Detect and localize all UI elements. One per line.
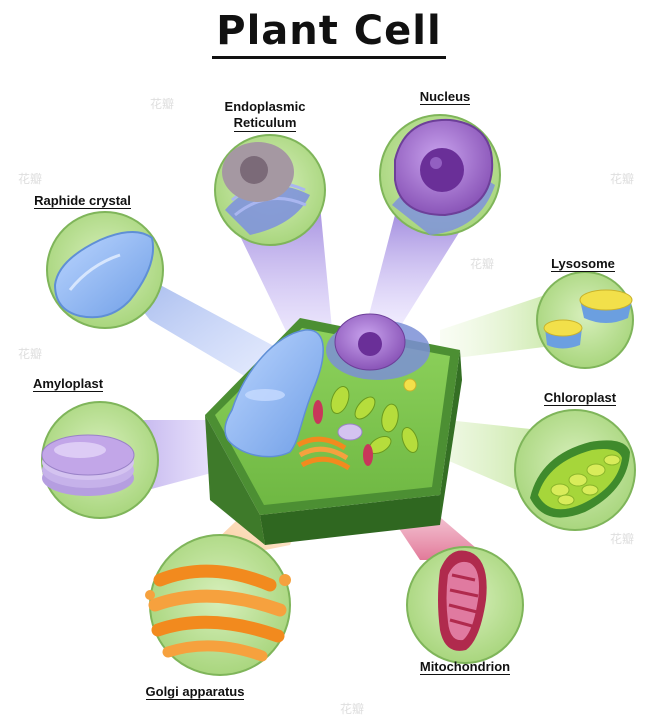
label-golgi-apparatus-text: Golgi apparatus — [145, 684, 245, 700]
label-lysosome: Lysosome — [535, 256, 631, 272]
cell-wall-right — [440, 350, 462, 525]
label-endoplasmic-reticulum: Endoplasmic Reticulum — [203, 99, 327, 132]
cell-nucleolus — [358, 332, 382, 356]
chloroplast-inset — [514, 409, 636, 531]
cell-mitochondrion — [313, 400, 323, 424]
label-er-line2: Reticulum — [233, 115, 297, 132]
label-amyloplast: Amyloplast — [18, 376, 118, 392]
cell-chloroplast — [381, 403, 399, 433]
label-golgi-apparatus: Golgi apparatus — [125, 684, 265, 700]
cell-lysosome — [403, 378, 417, 392]
cell-chloroplast — [401, 427, 419, 453]
plant-cell — [205, 313, 462, 545]
label-raphide-crystal: Raphide crystal — [15, 193, 150, 209]
label-nucleus-text: Nucleus — [419, 89, 471, 105]
diagram-title: Plant Cell — [0, 8, 658, 59]
amyloplast-inset — [41, 401, 159, 519]
label-raphide-crystal-text: Raphide crystal — [34, 193, 131, 209]
label-er-line1: Endoplasmic — [224, 99, 306, 114]
endoplasmic-reticulum-inset — [214, 134, 326, 246]
beam-nucleus — [365, 215, 470, 335]
label-amyloplast-text: Amyloplast — [32, 376, 104, 392]
cell-mitochondrion — [363, 444, 373, 466]
nucleus-inset — [379, 114, 501, 236]
lysosome-inset — [536, 271, 634, 369]
label-nucleus: Nucleus — [400, 89, 490, 105]
cell-golgi — [296, 436, 351, 471]
mitochondrion-inset — [406, 546, 524, 664]
cell-wall-front — [205, 415, 265, 545]
cell-wall-bottom — [260, 495, 440, 545]
label-mitochondrion: Mitochondrion — [400, 659, 530, 675]
golgi-apparatus-inset — [145, 534, 291, 676]
cell-chloroplast — [330, 386, 350, 414]
cell-amyloplast — [337, 423, 363, 441]
cell-chloroplast — [354, 396, 376, 420]
label-chloroplast-text: Chloroplast — [543, 390, 617, 406]
label-mitochondrion-text: Mitochondrion — [419, 659, 511, 675]
label-chloroplast: Chloroplast — [525, 390, 635, 406]
cell-raphide — [245, 389, 285, 401]
beam-lysosome — [440, 290, 560, 360]
raphide-crystal-inset — [46, 211, 164, 329]
title-text: Plant Cell — [212, 8, 446, 59]
label-lysosome-text: Lysosome — [551, 256, 615, 272]
